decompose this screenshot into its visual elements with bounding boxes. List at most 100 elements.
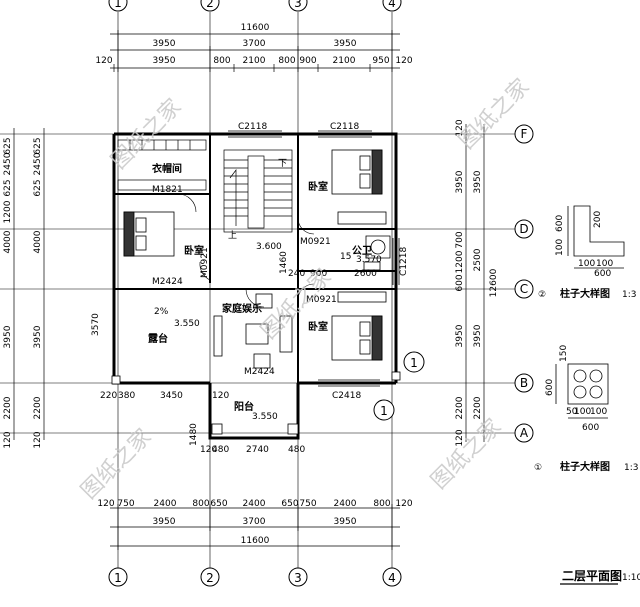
closet-shelves bbox=[117, 139, 207, 191]
dim-top-inner-5: 800 bbox=[278, 56, 295, 66]
dim-int-6: 3.570 bbox=[356, 255, 382, 265]
axis-1-top: 1 bbox=[114, 0, 122, 10]
dim-int-10: 3570 bbox=[91, 313, 101, 336]
axis-3-top: 3 bbox=[294, 0, 302, 10]
axis-2-bottom: 2 bbox=[206, 571, 214, 585]
dim-left-outer-8: 120 bbox=[3, 431, 13, 448]
left-dimension-lines bbox=[13, 128, 45, 440]
dim-top-inner-6: 900 bbox=[299, 56, 316, 66]
dim-left-inner-7: 120 bbox=[33, 431, 43, 448]
tag-m1821: M1821 bbox=[152, 185, 183, 195]
tag-m0921-side: M0921 bbox=[200, 247, 210, 278]
tag-c2118-right: C2118 bbox=[330, 122, 359, 132]
bed-right-top bbox=[331, 149, 383, 195]
axis-A: A bbox=[520, 426, 529, 440]
dim-left-inner-1: 625 bbox=[33, 137, 43, 154]
dim-left-inner-6: 2200 bbox=[33, 396, 43, 419]
dim-bottom-inner-9: 2400 bbox=[334, 499, 357, 509]
dim-left-inner-2: 2450 bbox=[33, 152, 43, 175]
room-terrace: 露台 bbox=[148, 332, 168, 345]
col-b-dim-1: 150 bbox=[559, 345, 569, 362]
dim-top-mid-1: 3950 bbox=[153, 39, 176, 49]
dim-top-inner-7: 2100 bbox=[333, 56, 356, 66]
dim-int-11: 380 bbox=[118, 391, 135, 401]
dim-int-7: 240 bbox=[288, 269, 305, 279]
col-c-dim-5: 100 bbox=[596, 259, 613, 269]
col-c-dim-2: 200 bbox=[593, 211, 603, 228]
dim-left-outer-3: 625 bbox=[3, 179, 13, 196]
interior-walls bbox=[114, 134, 396, 383]
dim-bottom-inner-7: 650 bbox=[281, 499, 298, 509]
dim-int-16: 2740 bbox=[246, 445, 269, 455]
bed-right-bottom bbox=[331, 315, 383, 361]
dim-int-9: 3.550 bbox=[174, 319, 200, 329]
room-bedroom-right-top: 卧室 bbox=[308, 180, 328, 193]
col-b-scale: 1:3 bbox=[624, 463, 638, 473]
dim-int-19: 120 bbox=[200, 445, 217, 455]
dim-left-inner-3: 625 bbox=[33, 179, 43, 196]
tag-m0921-top: M0921 bbox=[300, 237, 331, 247]
dim-top-inner-1: 120 bbox=[95, 56, 112, 66]
right-dimension-lines bbox=[465, 124, 485, 442]
dim-right-inner-5: 600 bbox=[455, 274, 465, 291]
tag-m2424-mid: M2424 bbox=[244, 367, 275, 377]
axis-3-bottom: 3 bbox=[294, 571, 302, 585]
plan-title: 二层平面图 bbox=[562, 569, 622, 583]
staircase bbox=[223, 149, 293, 233]
dim-int-4: 2600 bbox=[354, 269, 377, 279]
dim-right-inner-1: 120 bbox=[455, 119, 465, 136]
columns bbox=[111, 371, 401, 435]
dim-int-17: 480 bbox=[212, 445, 229, 455]
stair-down-label: 下 bbox=[278, 159, 287, 169]
dim-right-inner-7: 2200 bbox=[455, 396, 465, 419]
dim-bottom-inner-8: 750 bbox=[299, 499, 316, 509]
dim-bottom-inner-1: 120 bbox=[97, 499, 114, 509]
callout-left-num: 1 bbox=[380, 404, 388, 418]
dim-int-14: 220 bbox=[100, 391, 117, 401]
sofa-set bbox=[213, 293, 293, 369]
left-dims-inner: 625 2450 625 4000 3950 2200 120 bbox=[33, 137, 43, 448]
dim-bottom-inner-3: 2400 bbox=[154, 499, 177, 509]
plan-scale: 1:10 bbox=[622, 573, 640, 583]
dim-int-2: 1460 bbox=[279, 251, 289, 274]
tag-c2418: C2418 bbox=[332, 391, 361, 401]
dim-bottom-mid-1: 3950 bbox=[153, 517, 176, 527]
dim-int-3: 900 bbox=[310, 269, 327, 279]
stair-up-label: 上 bbox=[228, 230, 237, 241]
column-detail-c bbox=[567, 205, 625, 269]
col-b-dim-12: 600 bbox=[582, 423, 599, 433]
dim-int-13: 120 bbox=[212, 391, 229, 401]
dim-top-inner-3: 800 bbox=[213, 56, 230, 66]
right-dims-outer: 3950 2500 12600 3950 2200 bbox=[473, 170, 499, 419]
dim-right-inner-4: 1200 bbox=[455, 250, 465, 273]
col-b-title: 柱子大样图 bbox=[560, 460, 610, 473]
callout-right-num: 1 bbox=[410, 356, 418, 370]
dim-top-mid-2: 3700 bbox=[243, 39, 266, 49]
col-c-scale: 1:3 bbox=[622, 290, 636, 300]
dim-bottom-inner-11: 120 bbox=[395, 499, 412, 509]
dim-int-18: 480 bbox=[288, 445, 305, 455]
watermark-4: 图纸之家 bbox=[77, 424, 157, 504]
dim-right-outer-3: 12600 bbox=[489, 268, 499, 297]
top-axis-markers: 1 2 3 4 bbox=[108, 0, 402, 12]
axis-D: D bbox=[519, 222, 528, 236]
dim-right-inner-6: 3950 bbox=[455, 324, 465, 347]
dim-right-outer-2: 2500 bbox=[473, 248, 483, 271]
axis-B: B bbox=[520, 376, 528, 390]
dim-left-outer-4: 1200 bbox=[3, 200, 13, 223]
left-dims-outer: 625 2450 625 1200 4000 3950 2200 120 bbox=[3, 137, 13, 448]
room-balcony: 阳台 bbox=[234, 400, 254, 413]
room-family: 家庭娱乐 bbox=[222, 302, 262, 315]
col-b-dim-5: 600 bbox=[545, 379, 555, 396]
room-bedroom-left: 卧室 bbox=[184, 244, 204, 257]
col-c-title: 柱子大样图 bbox=[560, 287, 610, 300]
col-b-dim-6: 50 bbox=[566, 407, 578, 417]
dim-right-inner-8: 120 bbox=[455, 429, 465, 446]
door-swings bbox=[177, 193, 315, 308]
axis-F: F bbox=[521, 127, 528, 141]
dim-left-inner-5: 3950 bbox=[33, 325, 43, 348]
dim-top-inner-4: 2100 bbox=[243, 56, 266, 66]
top-dimension-lines bbox=[110, 30, 400, 72]
dim-top-mid-3: 3950 bbox=[334, 39, 357, 49]
dim-top-total: 11600 bbox=[241, 23, 270, 33]
